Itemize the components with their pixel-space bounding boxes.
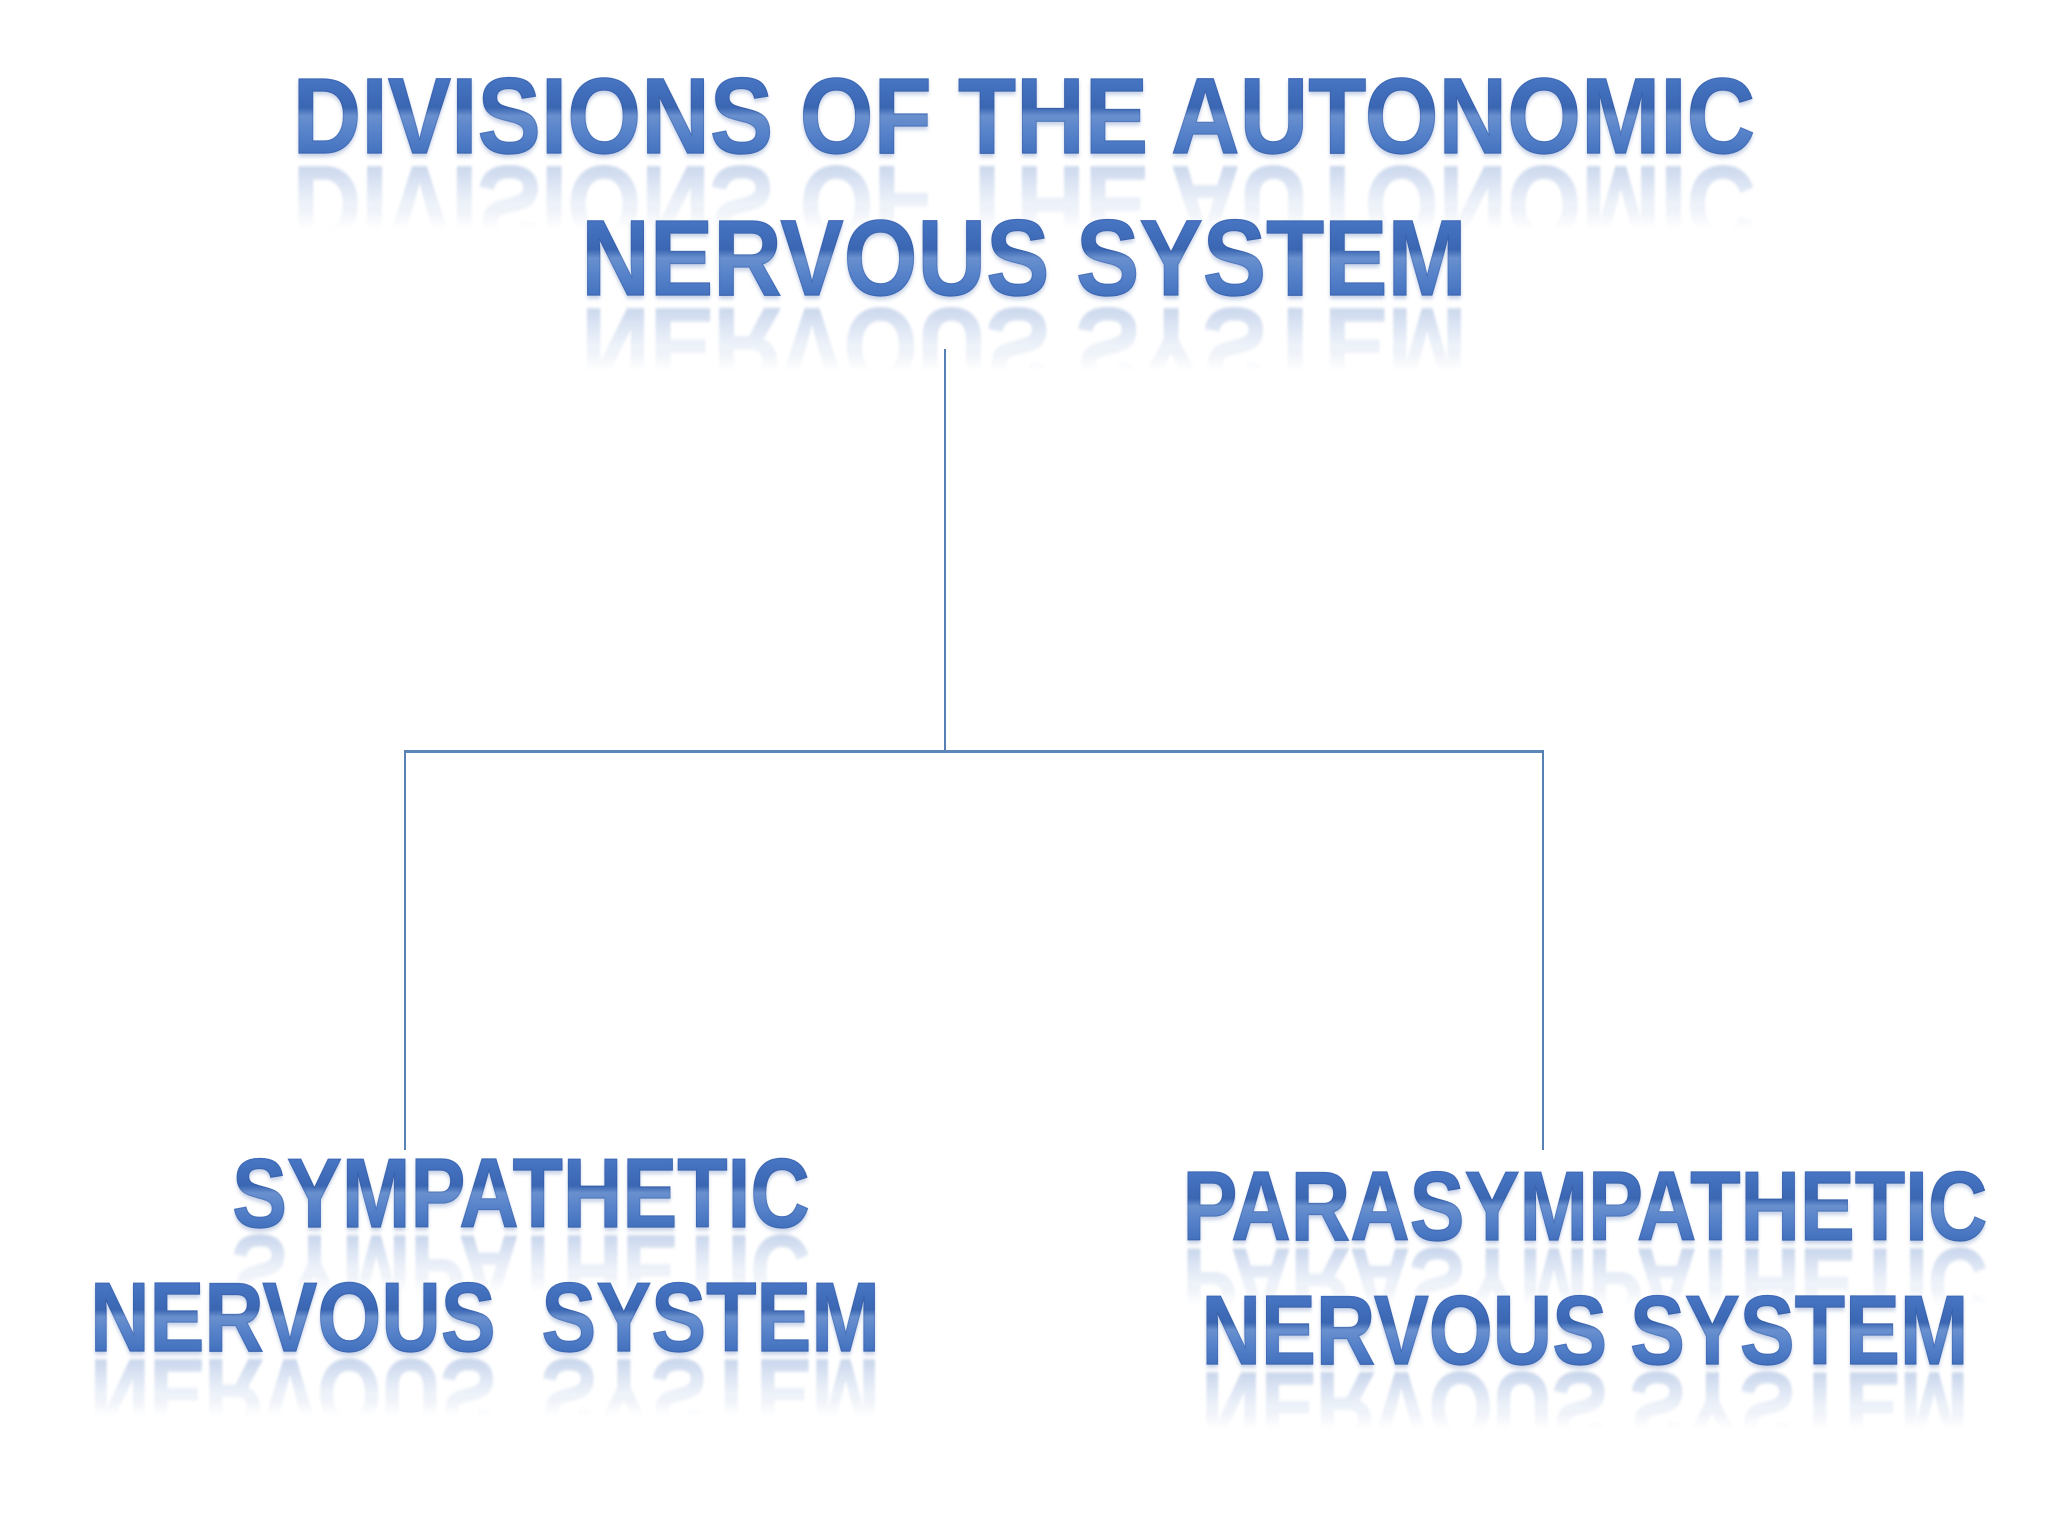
node-parasympathetic: PARASYMPATHETIC PARASYMPATHETIC NERVOUS … (1100, 1144, 2048, 1462)
connector-right-drop (1542, 750, 1544, 1150)
title-line-2: NERVOUS SYSTEM (123, 187, 1925, 329)
connector-stem (944, 349, 946, 752)
node-sympathetic: SYMPATHETIC SYMPATHETIC NERVOUS SYSTEM N… (0, 1131, 970, 1449)
title-wordart: DIVISIONS OF THE AUTONOMIC DIVISIONS OF … (0, 45, 2048, 407)
title-line-2-unit: NERVOUS SYSTEM NERVOUS SYSTEM (0, 187, 2048, 407)
node-sympathetic-line-1: SYMPATHETIC (114, 1131, 929, 1255)
connector-crossbar (404, 750, 1544, 753)
connector-left-drop (404, 750, 406, 1150)
node-parasympathetic-line-2: NERVOUS SYSTEM (1178, 1268, 1993, 1392)
node-sympathetic-line-1-unit: SYMPATHETIC SYMPATHETIC (0, 1131, 970, 1325)
title-line-1-unit: DIVISIONS OF THE AUTONOMIC DIVISIONS OF … (0, 45, 2048, 265)
node-parasympathetic-line-2-unit: NERVOUS SYSTEM NERVOUS SYSTEM (1100, 1268, 2048, 1462)
node-sympathetic-line-2: NERVOUS SYSTEM (78, 1255, 893, 1379)
node-parasympathetic-line-1: PARASYMPATHETIC (1178, 1144, 1993, 1268)
node-sympathetic-line-2-unit: NERVOUS SYSTEM NERVOUS SYSTEM (0, 1255, 970, 1449)
node-parasympathetic-line-1-unit: PARASYMPATHETIC PARASYMPATHETIC (1100, 1144, 2048, 1338)
title-line-1: DIVISIONS OF THE AUTONOMIC (123, 45, 1925, 187)
